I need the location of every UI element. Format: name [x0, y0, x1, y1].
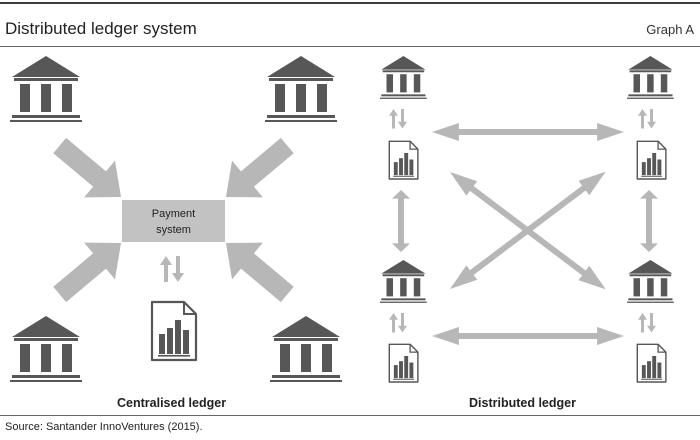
payment-system-label-line1: Payment: [152, 208, 195, 220]
header-rule: [0, 46, 700, 47]
distributed-ledger-caption: Distributed ledger: [469, 396, 576, 410]
source-note: Source: Santander InnoVentures (2015).: [5, 421, 203, 433]
graph-label: Graph A: [646, 22, 694, 37]
connection-arrow: [392, 190, 410, 252]
bank-icon: [627, 260, 674, 303]
ledger-document-icon: [388, 343, 419, 383]
connection-arrow: [640, 190, 658, 252]
bank-icon: [10, 56, 82, 122]
connection-arrow: [432, 327, 624, 345]
ledger-document-icon: [388, 140, 419, 180]
bank-icon: [265, 56, 337, 122]
bidirectional-arrow-icon: [638, 313, 656, 333]
bidirectional-arrow-icon: [389, 313, 407, 333]
bidirectional-arrow-icon: [638, 109, 656, 129]
bank-icon: [270, 316, 342, 382]
ledger-document-icon: [636, 343, 667, 383]
ledger-document-icon: [636, 140, 667, 180]
bank-icon: [380, 56, 427, 99]
centralised-ledger-caption: Centralised ledger: [117, 396, 227, 410]
payment-system-label-line2: system: [156, 224, 191, 236]
connection-arrow: [432, 123, 624, 141]
page-title: Distributed ledger system: [5, 19, 197, 38]
footer-rule: [0, 415, 700, 416]
bank-icon: [380, 260, 427, 303]
bidirectional-arrow-icon: [389, 109, 407, 129]
bidirectional-arrow-icon: [160, 256, 184, 282]
top-rule: [0, 2, 700, 4]
centralised-ledger-diagram: Payment system: [10, 56, 342, 382]
bank-icon: [627, 56, 674, 99]
payment-system-box: [122, 200, 225, 242]
ledger-document-icon: [150, 300, 198, 362]
distributed-ledger-diagram: [380, 56, 674, 383]
bank-icon: [10, 316, 82, 382]
